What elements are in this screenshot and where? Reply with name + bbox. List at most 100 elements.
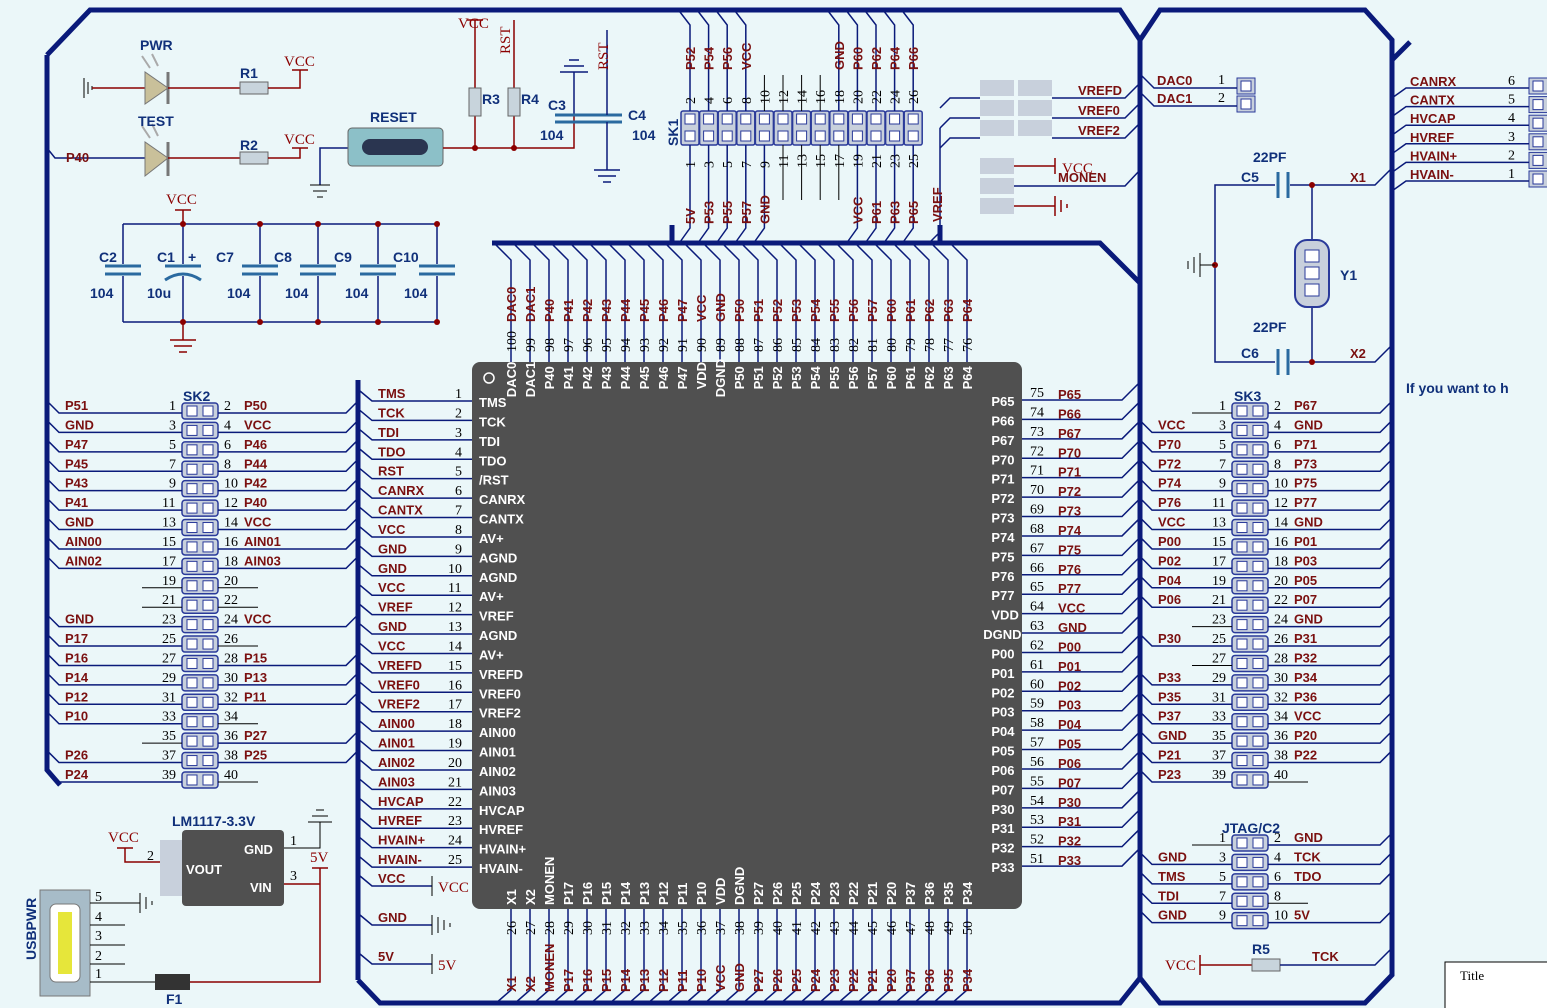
- chip-right-wire: [1022, 383, 1139, 401]
- chip-right-wire: [1022, 752, 1139, 770]
- chip-left-net: CANRX: [378, 483, 425, 498]
- chip-pin-num: 28: [543, 921, 558, 935]
- chip-pin-num: 30: [581, 921, 596, 935]
- sk1-top-net: P62: [869, 47, 884, 70]
- header-pin-num: 13: [1212, 516, 1226, 531]
- header-left-net: P00: [1158, 534, 1181, 549]
- header-pin: [202, 580, 214, 592]
- header-pin-num: 14: [1274, 516, 1288, 531]
- sk1-bottom-wire: [902, 145, 914, 243]
- header-pin-num: 3: [169, 418, 176, 433]
- header-pin-num: 1: [1219, 831, 1226, 846]
- header-pin-num: 1: [1219, 399, 1226, 414]
- header-pin-num: 8: [1274, 889, 1281, 904]
- header-pin: [1252, 522, 1264, 534]
- header-pin-num: 8: [740, 97, 755, 104]
- chip-pin-num: 57: [1030, 736, 1044, 751]
- header-pin: [1252, 463, 1264, 475]
- header-left-net: P43: [65, 476, 88, 491]
- chip-top-wire: [513, 243, 531, 362]
- header-right-net: GND: [1294, 612, 1323, 627]
- header-pin-num: 15: [1212, 535, 1226, 550]
- header-pin: [186, 599, 198, 611]
- extra-net: 5V: [378, 949, 394, 964]
- header-pin-num: 2: [684, 97, 699, 104]
- chip-bottom-pin: P34: [960, 881, 975, 905]
- chip-left-net: RST: [378, 464, 404, 479]
- header-right-net: VCC: [244, 612, 272, 627]
- chip-left-net: VCC: [378, 522, 406, 537]
- header-pin-num: 6: [224, 438, 231, 453]
- header-pin: [202, 716, 214, 728]
- rh-wire: [1391, 161, 1529, 174]
- chip-bottom-pin: P14: [618, 881, 633, 905]
- chip-right-wire: [1022, 597, 1139, 615]
- c6-label: C6: [1241, 345, 1259, 361]
- chip-pin-num: 45: [866, 921, 881, 935]
- header-pin-num: 9: [169, 477, 176, 492]
- header-left-wire: [46, 419, 182, 434]
- chip-left-wire: [359, 720, 472, 732]
- chip-right-net: P07: [1058, 775, 1081, 790]
- c4-value: 104: [632, 127, 656, 143]
- chip-right-net: P04: [1058, 717, 1082, 732]
- header-pin: [202, 677, 214, 689]
- header-pin-num: 2: [1274, 831, 1281, 846]
- chip-left-pin: HVCAP: [479, 803, 525, 818]
- dac-net: DAC0: [1157, 73, 1192, 88]
- header-left-net: P70: [1158, 437, 1181, 452]
- header-pin: [1252, 856, 1264, 868]
- chip-right-net: P66: [1058, 406, 1081, 421]
- chip-bottom-wire: [513, 909, 531, 1005]
- cap-name: C8: [274, 249, 292, 265]
- header-pin-num: 24: [1274, 613, 1288, 628]
- header-left-wire: [46, 711, 182, 725]
- junction: [257, 319, 263, 325]
- header-pin-num: 20: [224, 574, 238, 589]
- chip-bottom-pin: P37: [903, 882, 918, 905]
- header-pin-num: 34: [224, 710, 238, 725]
- chip-right-pin: P07: [991, 782, 1014, 797]
- chip-right-pin: P75: [991, 549, 1014, 564]
- chip-pin-num: 24: [448, 834, 462, 849]
- chip-bottom-pin: X1: [504, 889, 519, 905]
- chip-pin-num: 36: [695, 921, 710, 935]
- header-left-wire: [46, 652, 182, 667]
- chip-bottom-net: P36: [922, 969, 937, 992]
- chip-top-net: P55: [827, 299, 842, 322]
- header-pin: [1252, 638, 1264, 650]
- chip-bottom-net: P14: [618, 968, 633, 992]
- chip-bottom-wire: [836, 909, 854, 1005]
- header-left-wire: [46, 750, 182, 764]
- header-pin: [1252, 876, 1264, 888]
- chip-top-wire: [931, 243, 949, 362]
- chip-top-wire: [836, 243, 854, 362]
- header-left-net: P12: [65, 689, 88, 704]
- header-left-wire: [46, 478, 182, 492]
- reg-vin: VIN: [250, 880, 272, 895]
- chip-bottom-pin: P11: [675, 883, 690, 905]
- header-right-wire: [1268, 439, 1393, 453]
- reset-section: RESET R3 R4 VCC RST C3 C4 104 104 RST: [310, 16, 656, 198]
- header-right-wire: [1268, 594, 1393, 608]
- header-pin: [1252, 716, 1264, 728]
- chip-pin-num: 73: [1030, 425, 1044, 440]
- c5-value: 22PF: [1253, 149, 1287, 165]
- pin1-mark: [483, 372, 495, 384]
- chip-pin-num: 25: [448, 853, 462, 868]
- chip-pin-num: 92: [657, 338, 672, 352]
- chip-right-wire: [1022, 538, 1139, 557]
- chip-pin-num: 95: [600, 338, 615, 352]
- chip-pin-num: 81: [866, 338, 881, 352]
- rh-net: HVCAP: [1410, 111, 1456, 126]
- chip-pin-num: 74: [1030, 405, 1044, 420]
- chip-top-wire: [741, 243, 759, 362]
- header-left-net: P30: [1158, 631, 1181, 646]
- header-pin-num: 28: [1274, 651, 1288, 666]
- reset-rst2: RST: [596, 42, 612, 70]
- header-pin: [814, 130, 826, 142]
- extra-sym: 5V: [438, 958, 457, 974]
- reset-label: RESET: [370, 109, 417, 125]
- header-right-wire: [1268, 633, 1393, 647]
- chip-pin-num: 4: [455, 445, 462, 460]
